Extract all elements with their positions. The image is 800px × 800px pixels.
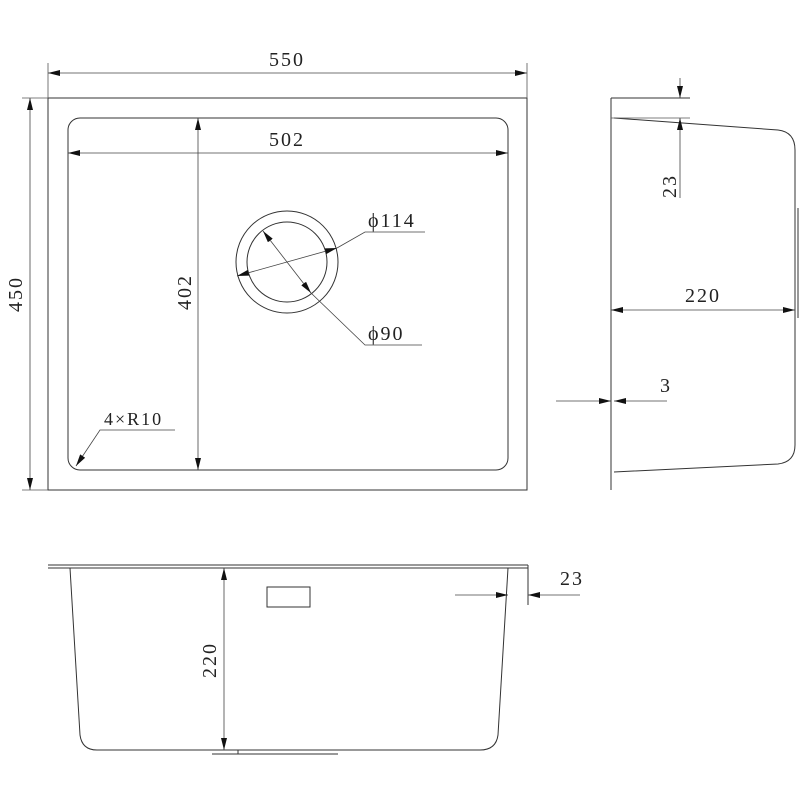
- drain-inner-diameter-line: [262, 230, 312, 294]
- drain-inner-label: ϕ90: [368, 323, 405, 345]
- bowl-front-profile: [69, 567, 509, 751]
- top-view: 550 502 450 402 ϕ114 ϕ90 4×R10: [5, 49, 528, 491]
- drain-outer-label: ϕ114: [368, 210, 416, 232]
- sink-outer-outline: [47, 97, 528, 491]
- dimension-label-450: 450: [5, 276, 27, 312]
- dimension-label-23: 23: [560, 568, 584, 590]
- front-view: 220 23: [48, 564, 584, 755]
- side-view: 23 220 3: [556, 78, 799, 490]
- dimension-label-3: 3: [660, 375, 672, 397]
- bowl-side-profile: [613, 117, 796, 473]
- leader-line: [310, 292, 422, 346]
- drain-outer-circle: [235, 210, 339, 314]
- dimension-label-402: 402: [174, 274, 196, 310]
- dimension-label-220: 220: [685, 285, 721, 307]
- corner-radius-label: 4×R10: [104, 409, 163, 429]
- dimension-label-220: 220: [199, 642, 221, 678]
- dimension-label-550: 550: [269, 49, 305, 71]
- overflow-slot: [266, 586, 311, 608]
- bowl-inner-outline: [67, 117, 509, 471]
- dimension-label-502: 502: [269, 129, 305, 151]
- leader-line: [336, 231, 425, 249]
- radius-leader: [75, 429, 175, 467]
- dimension-label-23: 23: [659, 174, 681, 198]
